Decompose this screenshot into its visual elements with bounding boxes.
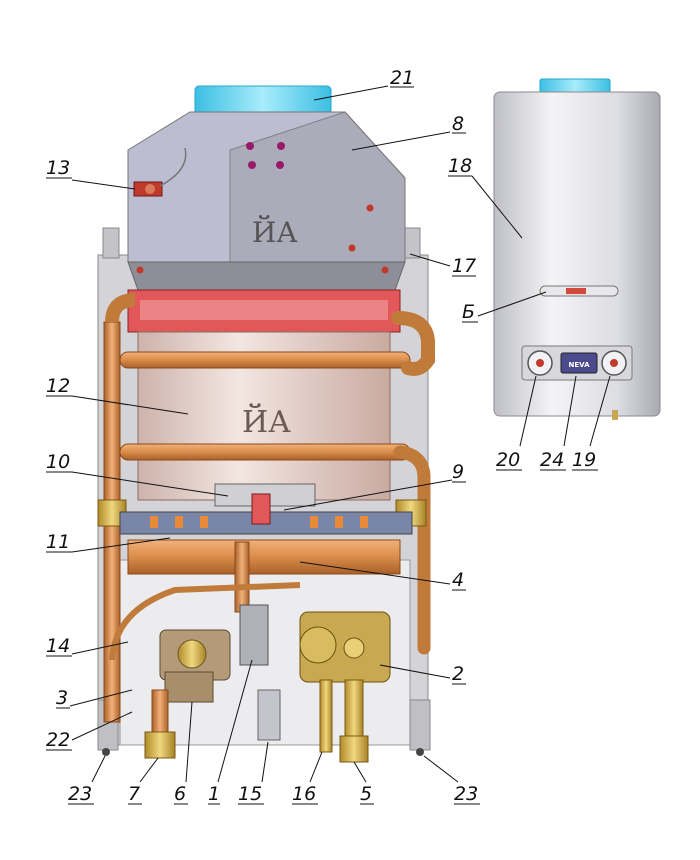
- callout-b: Б: [462, 301, 475, 323]
- frame-foot-right: [409, 699, 431, 751]
- callout-23-right: 23: [454, 783, 478, 805]
- water-valve-knob: [177, 639, 207, 669]
- gas-manifold: [127, 539, 401, 575]
- gas-valve-nozzle: [257, 689, 281, 741]
- display-badge: [560, 352, 598, 374]
- callout-4: 4: [452, 569, 464, 591]
- callout-5: 5: [360, 783, 372, 805]
- callout-8: 8: [452, 113, 464, 135]
- copper-coil-right-lower: [393, 445, 431, 655]
- callout-14: 14: [46, 635, 70, 657]
- igniter-electrode: [251, 493, 271, 525]
- callout-13: 13: [46, 157, 70, 179]
- exchanger-logo-mark: ЙА: [242, 403, 291, 440]
- callout-1: 1: [208, 783, 220, 805]
- copper-coil-right-bend: [391, 311, 436, 376]
- callout-16: 16: [292, 783, 316, 805]
- water-outlet-pipe: [344, 679, 364, 741]
- assembled-unit: NEVA: [493, 78, 661, 420]
- callout-20: 20: [496, 449, 520, 471]
- callout-2: 2: [452, 663, 464, 685]
- copper-pipe-curve: [109, 582, 301, 661]
- water-inlet-fitting: [144, 731, 176, 759]
- mount-screw-left: [102, 748, 110, 756]
- gas-inlet-pipe: [319, 679, 333, 753]
- brand-label: NEVA: [569, 361, 591, 369]
- copper-coil-lower: [119, 443, 411, 461]
- water-inlet-pipe: [151, 689, 169, 736]
- callout-18: 18: [448, 155, 472, 177]
- main-unit: ЙА ЙА: [97, 85, 436, 763]
- callout-6: 6: [174, 783, 186, 805]
- callout-15: 15: [238, 783, 262, 805]
- mount-screw-right: [416, 748, 424, 756]
- hood-rivets: [136, 142, 389, 274]
- callout-22: 22: [46, 729, 70, 751]
- callout-23-left: 23: [68, 783, 92, 805]
- draft-sensor: [133, 147, 187, 197]
- callout-11: 11: [46, 531, 70, 553]
- bottom-pipe-stub: [612, 410, 618, 420]
- callout-10: 10: [46, 451, 70, 473]
- gas-valve-stem: [239, 604, 269, 666]
- callout-21: 21: [390, 67, 414, 89]
- callout-17: 17: [452, 255, 476, 277]
- burner-jets: [150, 516, 368, 528]
- mount-bracket-left: [102, 227, 120, 259]
- mount-bracket-right: [403, 227, 421, 259]
- callout-9: 9: [452, 461, 464, 483]
- front-casing: [493, 91, 661, 417]
- water-valve-lower: [164, 671, 214, 703]
- hood-logo-mark: ЙА: [252, 215, 298, 249]
- copper-coil-upper: [119, 351, 411, 369]
- callout-3: 3: [56, 687, 68, 709]
- hood-lower: [127, 261, 406, 291]
- callout-7: 7: [128, 783, 140, 805]
- callout-12: 12: [46, 375, 70, 397]
- callout-layer: 21 8 13 18 17 Б 12 10 9 11: [46, 67, 611, 805]
- callout-24: 24: [540, 449, 564, 471]
- callout-19: 19: [572, 449, 596, 471]
- water-outlet-fitting: [339, 735, 369, 763]
